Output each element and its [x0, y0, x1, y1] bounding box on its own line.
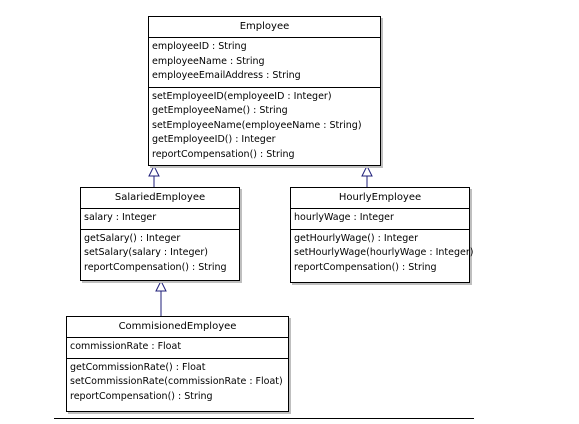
operation: setHourlyWage(hourlyWage : Integer) — [294, 247, 474, 258]
class-commisioned-employee[interactable]: CommisionedEmployee commissionRate : Flo… — [66, 316, 289, 412]
class-commisioned-employee-name: CommisionedEmployee — [67, 317, 288, 338]
attribute: salary : Integer — [84, 212, 157, 223]
operation: setCommissionRate(commissionRate : Float… — [70, 376, 283, 387]
class-employee-attributes: employeeID : String employeeName : Strin… — [149, 38, 380, 88]
class-salaried-employee[interactable]: SalariedEmployee salary : Integer getSal… — [80, 187, 240, 281]
operation: reportCompensation() : String — [152, 148, 295, 160]
operation: reportCompensation() : String — [294, 261, 437, 273]
class-employee-operations: setEmployeeID(employeeID : Integer) getE… — [149, 88, 380, 166]
operation: setEmployeeName(employeeName : String) — [152, 119, 362, 131]
bottom-divider — [54, 418, 474, 419]
attribute: employeeEmailAddress : String — [152, 70, 301, 81]
operation: getSalary() : Integer — [84, 232, 181, 244]
class-salaried-employee-operations: getSalary() : Integer setSalary(salary :… — [81, 230, 239, 279]
attribute: commissionRate : Float — [70, 341, 182, 352]
operation: getEmployeeName() : String — [152, 105, 288, 116]
class-employee[interactable]: Employee employeeID : String employeeNam… — [148, 16, 381, 166]
operation: getEmployeeID() : Integer — [152, 134, 276, 145]
operation: reportCompensation() : String — [70, 390, 213, 402]
class-commisioned-employee-operations: getCommissionRate() : Float setCommissio… — [67, 359, 288, 408]
operation: reportCompensation() : String — [84, 261, 227, 273]
salaried-generalization-arrow — [148, 164, 160, 177]
class-hourly-employee-name: HourlyEmployee — [291, 188, 469, 209]
class-hourly-employee[interactable]: HourlyEmployee hourlyWage : Integer getH… — [290, 187, 474, 283]
class-hourly-employee-operations: getHourlyWage() : Integer setHourlyWage(… — [291, 230, 474, 279]
attribute: employeeID : String — [152, 41, 247, 52]
class-commisioned-employee-attributes: commissionRate : Float — [67, 338, 288, 359]
operation: getHourlyWage() : Integer — [294, 232, 419, 244]
commissioned-generalization-arrow — [155, 279, 167, 292]
class-salaried-employee-name: SalariedEmployee — [81, 188, 239, 209]
operation: setSalary(salary : Integer) — [84, 247, 208, 258]
operation: getCommissionRate() : Float — [70, 361, 206, 373]
operation: setEmployeeID(employeeID : Integer) — [152, 90, 332, 102]
attribute: hourlyWage : Integer — [294, 212, 394, 223]
class-hourly-employee-attributes: hourlyWage : Integer — [291, 209, 469, 230]
class-employee-name: Employee — [149, 17, 380, 38]
attribute: employeeName : String — [152, 55, 265, 67]
hourly-generalization-arrow — [361, 164, 373, 177]
class-salaried-employee-attributes: salary : Integer — [81, 209, 239, 230]
